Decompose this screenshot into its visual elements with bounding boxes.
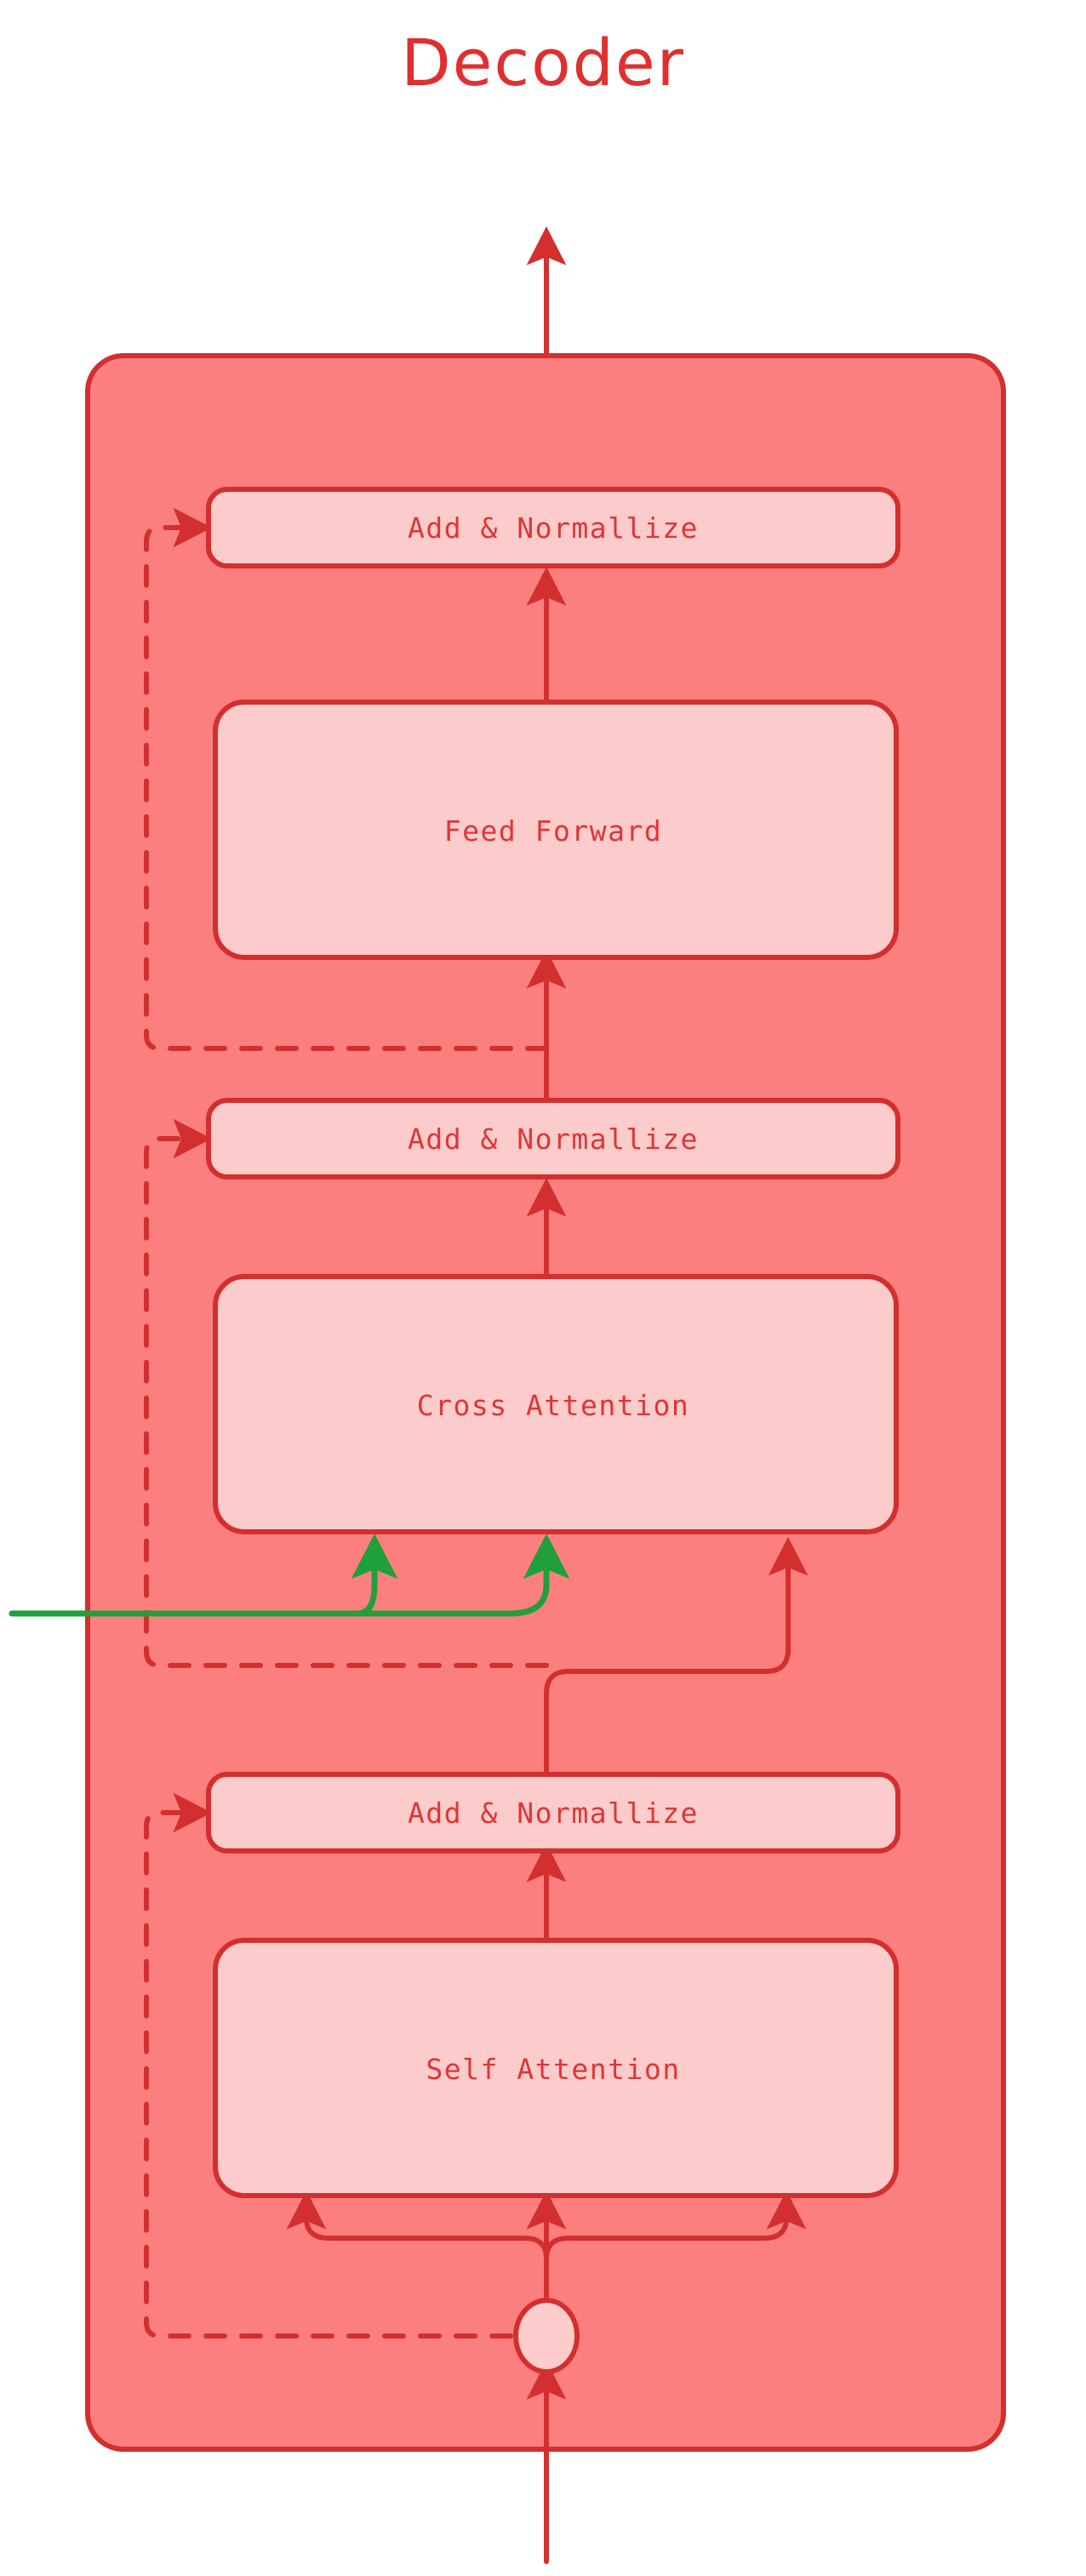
- residual-connection-cross: [144, 1118, 549, 1668]
- box-feed-forward[interactable]: Feed Forward: [213, 700, 899, 960]
- add-norm-mid-label: Add & Normallize: [408, 1122, 699, 1156]
- feed-forward-label: Feed Forward: [444, 814, 662, 848]
- box-add-norm-bottom[interactable]: Add & Normallize: [206, 1772, 900, 1853]
- residual-connection-self: [144, 1792, 549, 2339]
- cross-attention-label: Cross Attention: [417, 1389, 690, 1422]
- self-attention-label: Self Attention: [426, 2053, 680, 2086]
- box-add-norm-top[interactable]: Add & Normallize: [206, 487, 900, 568]
- box-add-norm-mid[interactable]: Add & Normallize: [206, 1098, 900, 1179]
- add-norm-top-label: Add & Normallize: [408, 511, 699, 545]
- box-self-attention[interactable]: Self Attention: [213, 1938, 899, 2198]
- add-norm-mid-rect[interactable]: [206, 1098, 900, 1179]
- feed-forward-rect[interactable]: [213, 700, 899, 960]
- box-cross-attention[interactable]: Cross Attention: [213, 1274, 899, 1534]
- residual-connection-ff: [144, 507, 549, 1051]
- add-norm-bottom-label: Add & Normallize: [408, 1796, 699, 1830]
- add-norm-bottom-rect[interactable]: [206, 1772, 900, 1853]
- add-norm-top-rect[interactable]: [206, 487, 900, 568]
- page-title: Decoder: [401, 25, 685, 100]
- arrow-addnorm-to-crossattention-query: [544, 1536, 809, 1775]
- self-attention-rect[interactable]: [213, 1938, 899, 2198]
- encoder-memory-input-line: [9, 1533, 570, 1617]
- cross-attention-rect[interactable]: [213, 1274, 899, 1534]
- input-node-circle[interactable]: [513, 2298, 580, 2374]
- arrow-node-to-selfattention-v: [544, 2190, 807, 2308]
